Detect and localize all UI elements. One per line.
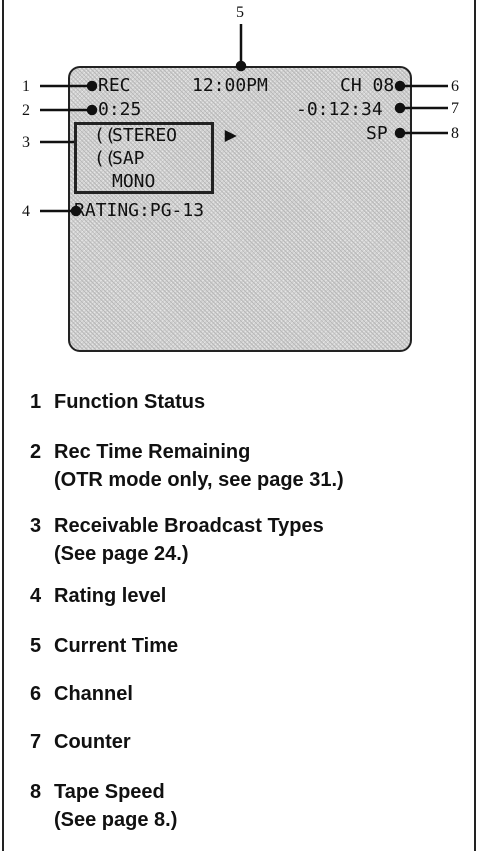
legend-subtitle: (OTR mode only, see page 31.) — [54, 469, 344, 491]
legend-item: 7 Counter — [30, 728, 131, 756]
legend-item: 4 Rating level — [30, 582, 166, 610]
osd-channel: CH 08 — [340, 75, 395, 96]
osd-broadcast-stereo: STEREO — [112, 125, 178, 146]
on-screen-display-panel — [68, 66, 412, 352]
legend-subtitle: (See page 24.) — [54, 543, 189, 565]
legend-title: Tape Speed — [54, 781, 165, 803]
callout-number-1: 1 — [22, 78, 30, 95]
osd-rating: RATING:PG-13 — [74, 200, 205, 221]
legend-title: Rating level — [54, 585, 167, 607]
callout-number-7: 7 — [451, 100, 459, 117]
osd-broadcast-mono: MONO — [112, 171, 156, 192]
callout-number-4: 4 — [22, 203, 30, 220]
osd-broadcast-sap: SAP — [112, 148, 145, 169]
legend-number: 8 — [30, 781, 42, 803]
legend-title: Channel — [54, 683, 133, 705]
osd-current-time: 12:00PM — [192, 75, 268, 96]
legend-title: Receivable Broadcast Types — [54, 515, 324, 537]
legend-number: 4 — [30, 585, 42, 607]
legend-number: 5 — [30, 635, 42, 657]
osd-tape-speed: SP — [366, 123, 388, 144]
legend-title: Counter — [54, 731, 131, 753]
legend-number: 6 — [30, 683, 42, 705]
callout-number-8: 8 — [451, 125, 459, 142]
legend-item: 6 Channel — [30, 680, 133, 708]
legend-number: 2 — [30, 441, 42, 463]
sound-wave-icon: (( — [94, 148, 116, 169]
legend-title: Rec Time Remaining — [54, 441, 251, 463]
legend-item: 3 Receivable Broadcast Types (See page 24… — [30, 512, 324, 568]
callout-number-5: 5 — [236, 4, 244, 21]
legend-subtitle: (See page 8.) — [54, 809, 178, 831]
legend-title: Current Time — [54, 635, 179, 657]
callout-number-6: 6 — [451, 78, 459, 95]
callout-number-2: 2 — [22, 102, 30, 119]
callout-leaders — [40, 24, 448, 217]
legend-item: 1 Function Status — [30, 388, 205, 416]
legend-number: 7 — [30, 731, 42, 753]
legend-number: 1 — [30, 391, 42, 413]
osd-counter: -0:12:34 — [296, 99, 383, 120]
legend-number: 3 — [30, 515, 42, 537]
broadcast-types-box — [74, 122, 214, 194]
osd-rec-status: REC — [98, 75, 131, 96]
legend-item: 2 Rec Time Remaining (OTR mode only, see … — [30, 438, 344, 494]
osd-rec-time-remaining: 0:25 — [98, 99, 142, 120]
callout-number-3: 3 — [22, 134, 30, 151]
legend-item: 5 Current Time — [30, 632, 178, 660]
legend-title: Function Status — [54, 391, 206, 413]
legend-item: 8 Tape Speed (See page 8.) — [30, 778, 177, 834]
sound-wave-icon: (( — [94, 125, 116, 146]
